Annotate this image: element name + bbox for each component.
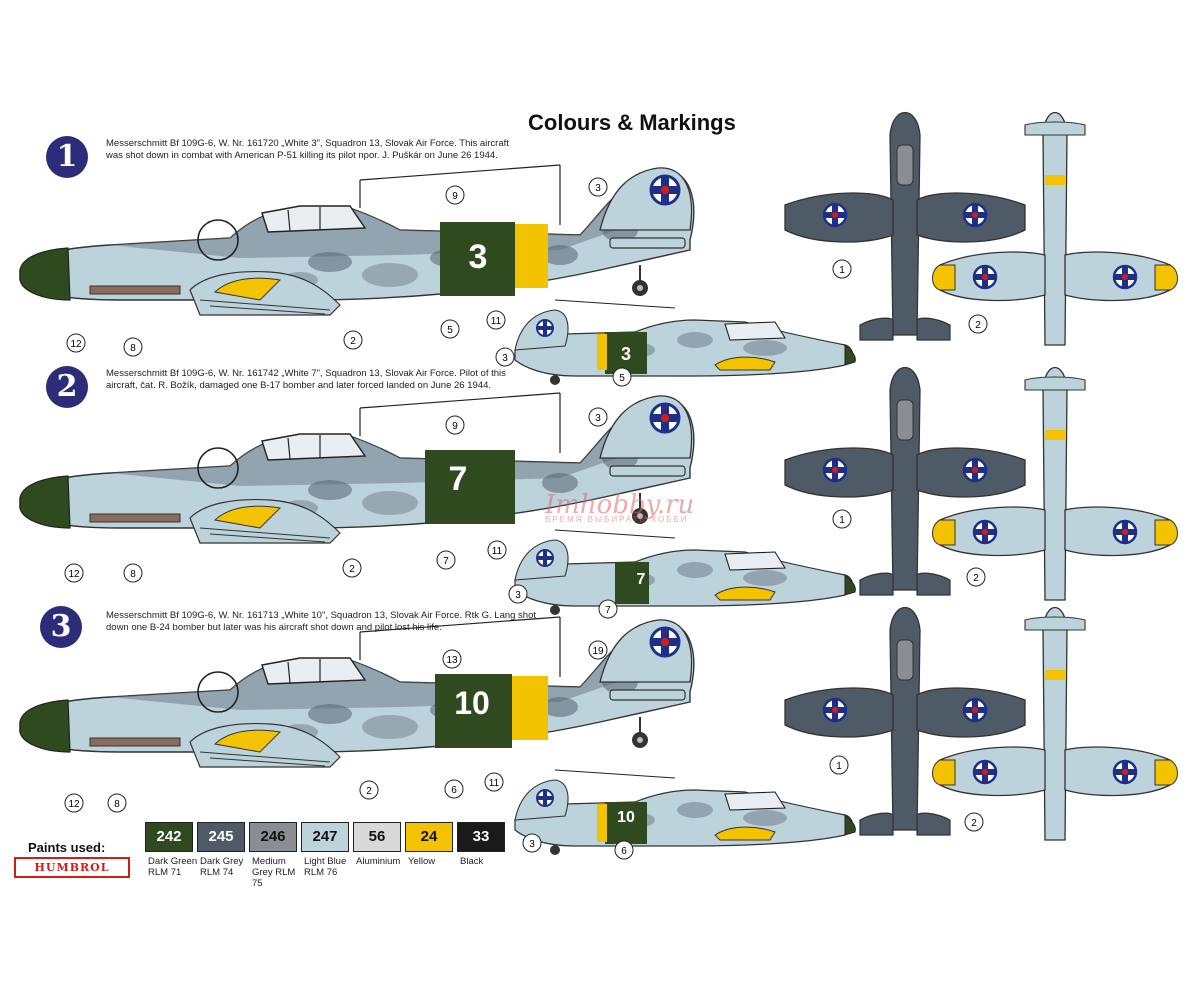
- paint-swatch: 247: [301, 822, 349, 852]
- callout: 3: [595, 413, 601, 424]
- callout: 9: [452, 421, 458, 432]
- watermark: Imhobby.ru: [545, 490, 695, 520]
- callout: 3: [595, 183, 601, 194]
- callout: 12: [70, 339, 82, 350]
- brand-logo: HUMBROL: [14, 857, 130, 878]
- callout: 2: [975, 320, 981, 331]
- scheme-1-description: Messerschmitt Bf 109G-6, W. Nr. 161720 „…: [106, 138, 509, 161]
- callout: 3: [529, 839, 535, 850]
- paint-name: Aluminium: [356, 856, 401, 867]
- scheme-3-top-view: [783, 606, 1027, 837]
- callout: 3: [515, 590, 521, 601]
- callout: 2: [349, 564, 355, 575]
- callout: 6: [621, 846, 627, 857]
- callout: 5: [619, 373, 625, 384]
- page-title: Colours & Markings: [528, 110, 736, 135]
- scheme-1-code: 3: [469, 238, 488, 276]
- paint-swatch: 24: [405, 822, 453, 852]
- paint-name: Dark Green RLM 71: [148, 856, 198, 878]
- callout: 12: [68, 569, 80, 580]
- scheme-2-number: 2: [46, 366, 88, 408]
- callout: 3: [502, 353, 508, 364]
- callout: 11: [491, 316, 502, 327]
- paint-name: Dark Grey RLM 74: [200, 856, 244, 878]
- callout: 9: [452, 191, 458, 202]
- paint-swatch: 246: [249, 822, 297, 852]
- paint-name: Yellow: [408, 856, 436, 867]
- scheme-2-profile: 7: [18, 391, 696, 545]
- callout: 13: [446, 655, 458, 666]
- callout: 2: [350, 336, 356, 347]
- scheme-2-callouts: 9 3 12 8 2 7 11 3 7 1 2: [64, 407, 986, 619]
- callout: 6: [451, 785, 457, 796]
- scheme-1-profile: 3: [18, 163, 696, 317]
- watermark-subtitle: ВРЕМЯ ВЫБИРАТЬ ХОББИ: [545, 515, 689, 524]
- scheme-3-profile: 10: [18, 615, 696, 769]
- paint-swatch: 242: [145, 822, 193, 852]
- callout: 5: [447, 325, 453, 336]
- paint-name: Medium Grey RLM 75: [252, 856, 296, 889]
- scheme-1-top-view: [783, 111, 1027, 342]
- scheme-1-callouts: 9 3 12 8 2 5 11 3 5 1 2: [66, 177, 988, 387]
- scheme-2-small-code: 7: [637, 571, 646, 588]
- scheme-2-code: 7: [449, 460, 468, 498]
- callout: 2: [971, 818, 977, 829]
- paint-swatch: 56: [353, 822, 401, 852]
- callout: 1: [836, 761, 842, 772]
- callout: 8: [130, 569, 136, 580]
- scheme-1-small-profile: 3: [514, 299, 857, 386]
- callout: 7: [443, 556, 449, 567]
- scheme-3-callouts: 13 19 12 8 2 6 11 3 6 1 2: [64, 640, 984, 860]
- paint-swatch: 33: [457, 822, 505, 852]
- scheme-2-top-view: [783, 366, 1027, 597]
- paint-swatch: 245: [197, 822, 245, 852]
- callout: 2: [366, 786, 372, 797]
- scheme-2-description: Messerschmitt Bf 109G-6, W. Nr. 161742 „…: [106, 368, 506, 391]
- scheme-3-number: 3: [40, 606, 82, 648]
- scheme-3-small-code: 10: [617, 809, 635, 826]
- callout: 11: [489, 778, 500, 789]
- scheme-1-small-code: 3: [621, 344, 631, 364]
- callout: 11: [492, 546, 503, 557]
- callout: 19: [592, 646, 604, 657]
- callout: 1: [839, 265, 845, 276]
- scheme-2-small-profile: 7: [514, 529, 857, 616]
- callout: 2: [973, 573, 979, 584]
- callout: 12: [68, 799, 80, 810]
- callout: 8: [114, 799, 120, 810]
- paint-name: Black: [460, 856, 484, 867]
- scheme-1-number: 1: [46, 136, 88, 178]
- callout: 1: [839, 515, 845, 526]
- paints-label: Paints used:: [28, 840, 106, 855]
- scheme-3-description: Messerschmitt Bf 109G-6, W. Nr. 161713 „…: [106, 610, 537, 633]
- scheme-3-small-profile: 10: [514, 769, 857, 856]
- callout: 7: [605, 605, 611, 616]
- callout: 8: [130, 343, 136, 354]
- scheme-3-code: 10: [454, 685, 490, 721]
- paint-name: Light Blue RLM 76: [304, 856, 347, 878]
